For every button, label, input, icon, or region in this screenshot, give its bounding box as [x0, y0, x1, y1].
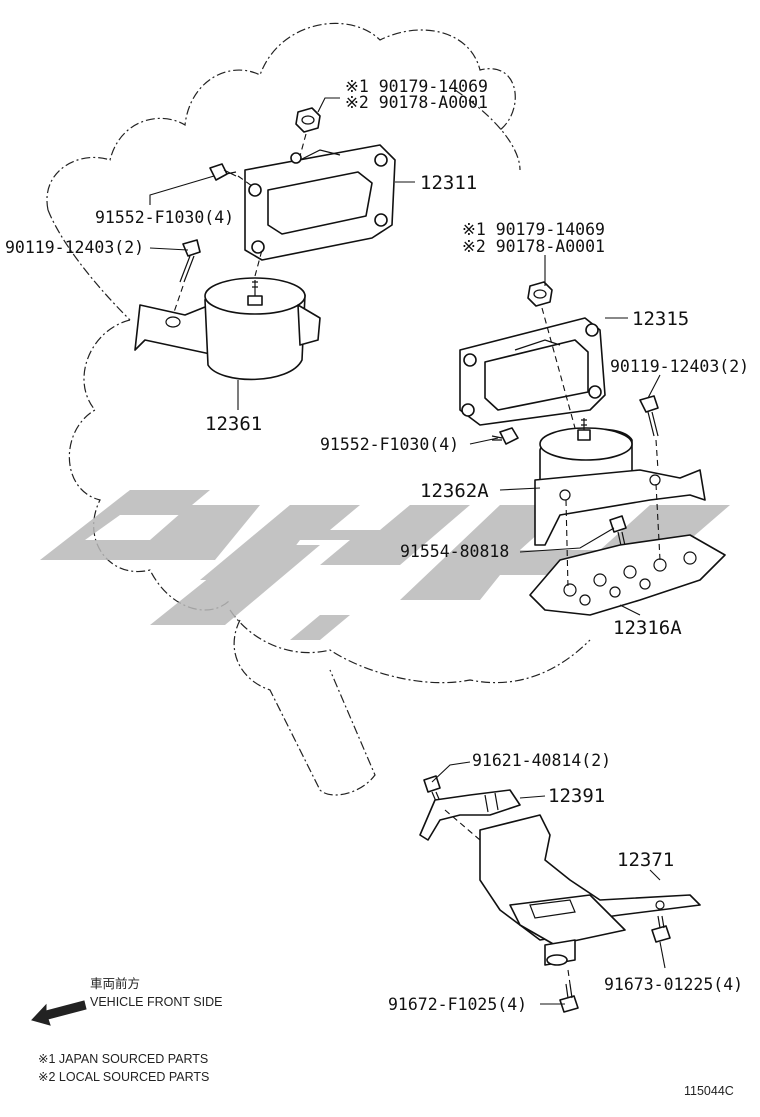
- arrow-left-down-icon: [31, 1000, 87, 1026]
- bolt-91673[interactable]: [651, 915, 671, 943]
- front-side-english: VEHICLE FRONT SIDE: [90, 995, 222, 1009]
- insulator-12362a[interactable]: [534, 418, 706, 546]
- bolt-front-91552[interactable]: [209, 163, 237, 181]
- note-japan-sourced: ※1 JAPAN SOURCED PARTS: [38, 1052, 208, 1066]
- label-12315[interactable]: 12315: [632, 308, 689, 330]
- label-rear-nut-2[interactable]: ※2 90178-A0001: [462, 237, 605, 256]
- label-front-nut-2[interactable]: ※2 90178-A0001: [345, 93, 488, 112]
- bolt-rear-90119[interactable]: [639, 395, 659, 437]
- vehicle-front-indicator: 車両前方 VEHICLE FRONT SIDE: [31, 976, 222, 1026]
- label-12316a[interactable]: 12316A: [613, 617, 682, 639]
- label-12361[interactable]: 12361: [205, 413, 262, 435]
- lower-mount-assembly: [419, 775, 701, 1013]
- bolt-91621[interactable]: [423, 775, 443, 807]
- bolt-rear-91552[interactable]: [491, 427, 519, 445]
- note-local-sourced: ※2 LOCAL SOURCED PARTS: [38, 1070, 209, 1084]
- part-labels: ※1 90179-14069 ※2 90178-A0001 12311 9155…: [5, 77, 749, 1014]
- plate-12316a[interactable]: [529, 534, 726, 616]
- insulator-12361[interactable]: [134, 277, 321, 381]
- label-front-bolt-90119[interactable]: 90119-12403(2): [5, 238, 144, 257]
- nut-rear[interactable]: [527, 281, 553, 307]
- bolt-91672[interactable]: [559, 983, 579, 1013]
- label-front-nut-1[interactable]: ※1 90179-14069: [345, 77, 488, 96]
- label-12311[interactable]: 12311: [420, 172, 477, 194]
- front-side-japanese: 車両前方: [90, 976, 140, 991]
- label-rear-bolt-91552[interactable]: 91552-F1030(4): [320, 435, 459, 454]
- bolt-front-90119[interactable]: [179, 239, 201, 283]
- label-front-bolt-91552[interactable]: 91552-F1030(4): [95, 208, 234, 227]
- label-stud-91554[interactable]: 91554-80818: [400, 542, 509, 561]
- bracket-12315[interactable]: [459, 317, 606, 426]
- bracket-12311[interactable]: [244, 144, 396, 261]
- label-12391[interactable]: 12391: [548, 785, 605, 807]
- stopper-12391[interactable]: [419, 789, 521, 841]
- engine-outline: [46, 22, 591, 796]
- leader-lines: [149, 97, 666, 1005]
- label-rear-bolt-90119[interactable]: 90119-12403(2): [610, 357, 749, 376]
- label-12362a[interactable]: 12362A: [420, 480, 489, 502]
- front-mount-assembly: [134, 107, 396, 381]
- figure-code: 115044C: [684, 1084, 734, 1098]
- label-rear-nut-1[interactable]: ※1 90179-14069: [462, 220, 605, 239]
- nut-front[interactable]: [295, 107, 321, 133]
- label-bolt-91673[interactable]: 91673-01225(4): [604, 975, 743, 994]
- bracket-12371[interactable]: [479, 814, 701, 966]
- label-bolt-91672[interactable]: 91672-F1025(4): [388, 995, 527, 1014]
- rear-mount-assembly: [459, 281, 726, 616]
- source-notes: ※1 JAPAN SOURCED PARTS ※2 LOCAL SOURCED …: [38, 1052, 209, 1084]
- label-12371[interactable]: 12371: [617, 849, 674, 871]
- label-bolt-91621[interactable]: 91621-40814(2): [472, 751, 611, 770]
